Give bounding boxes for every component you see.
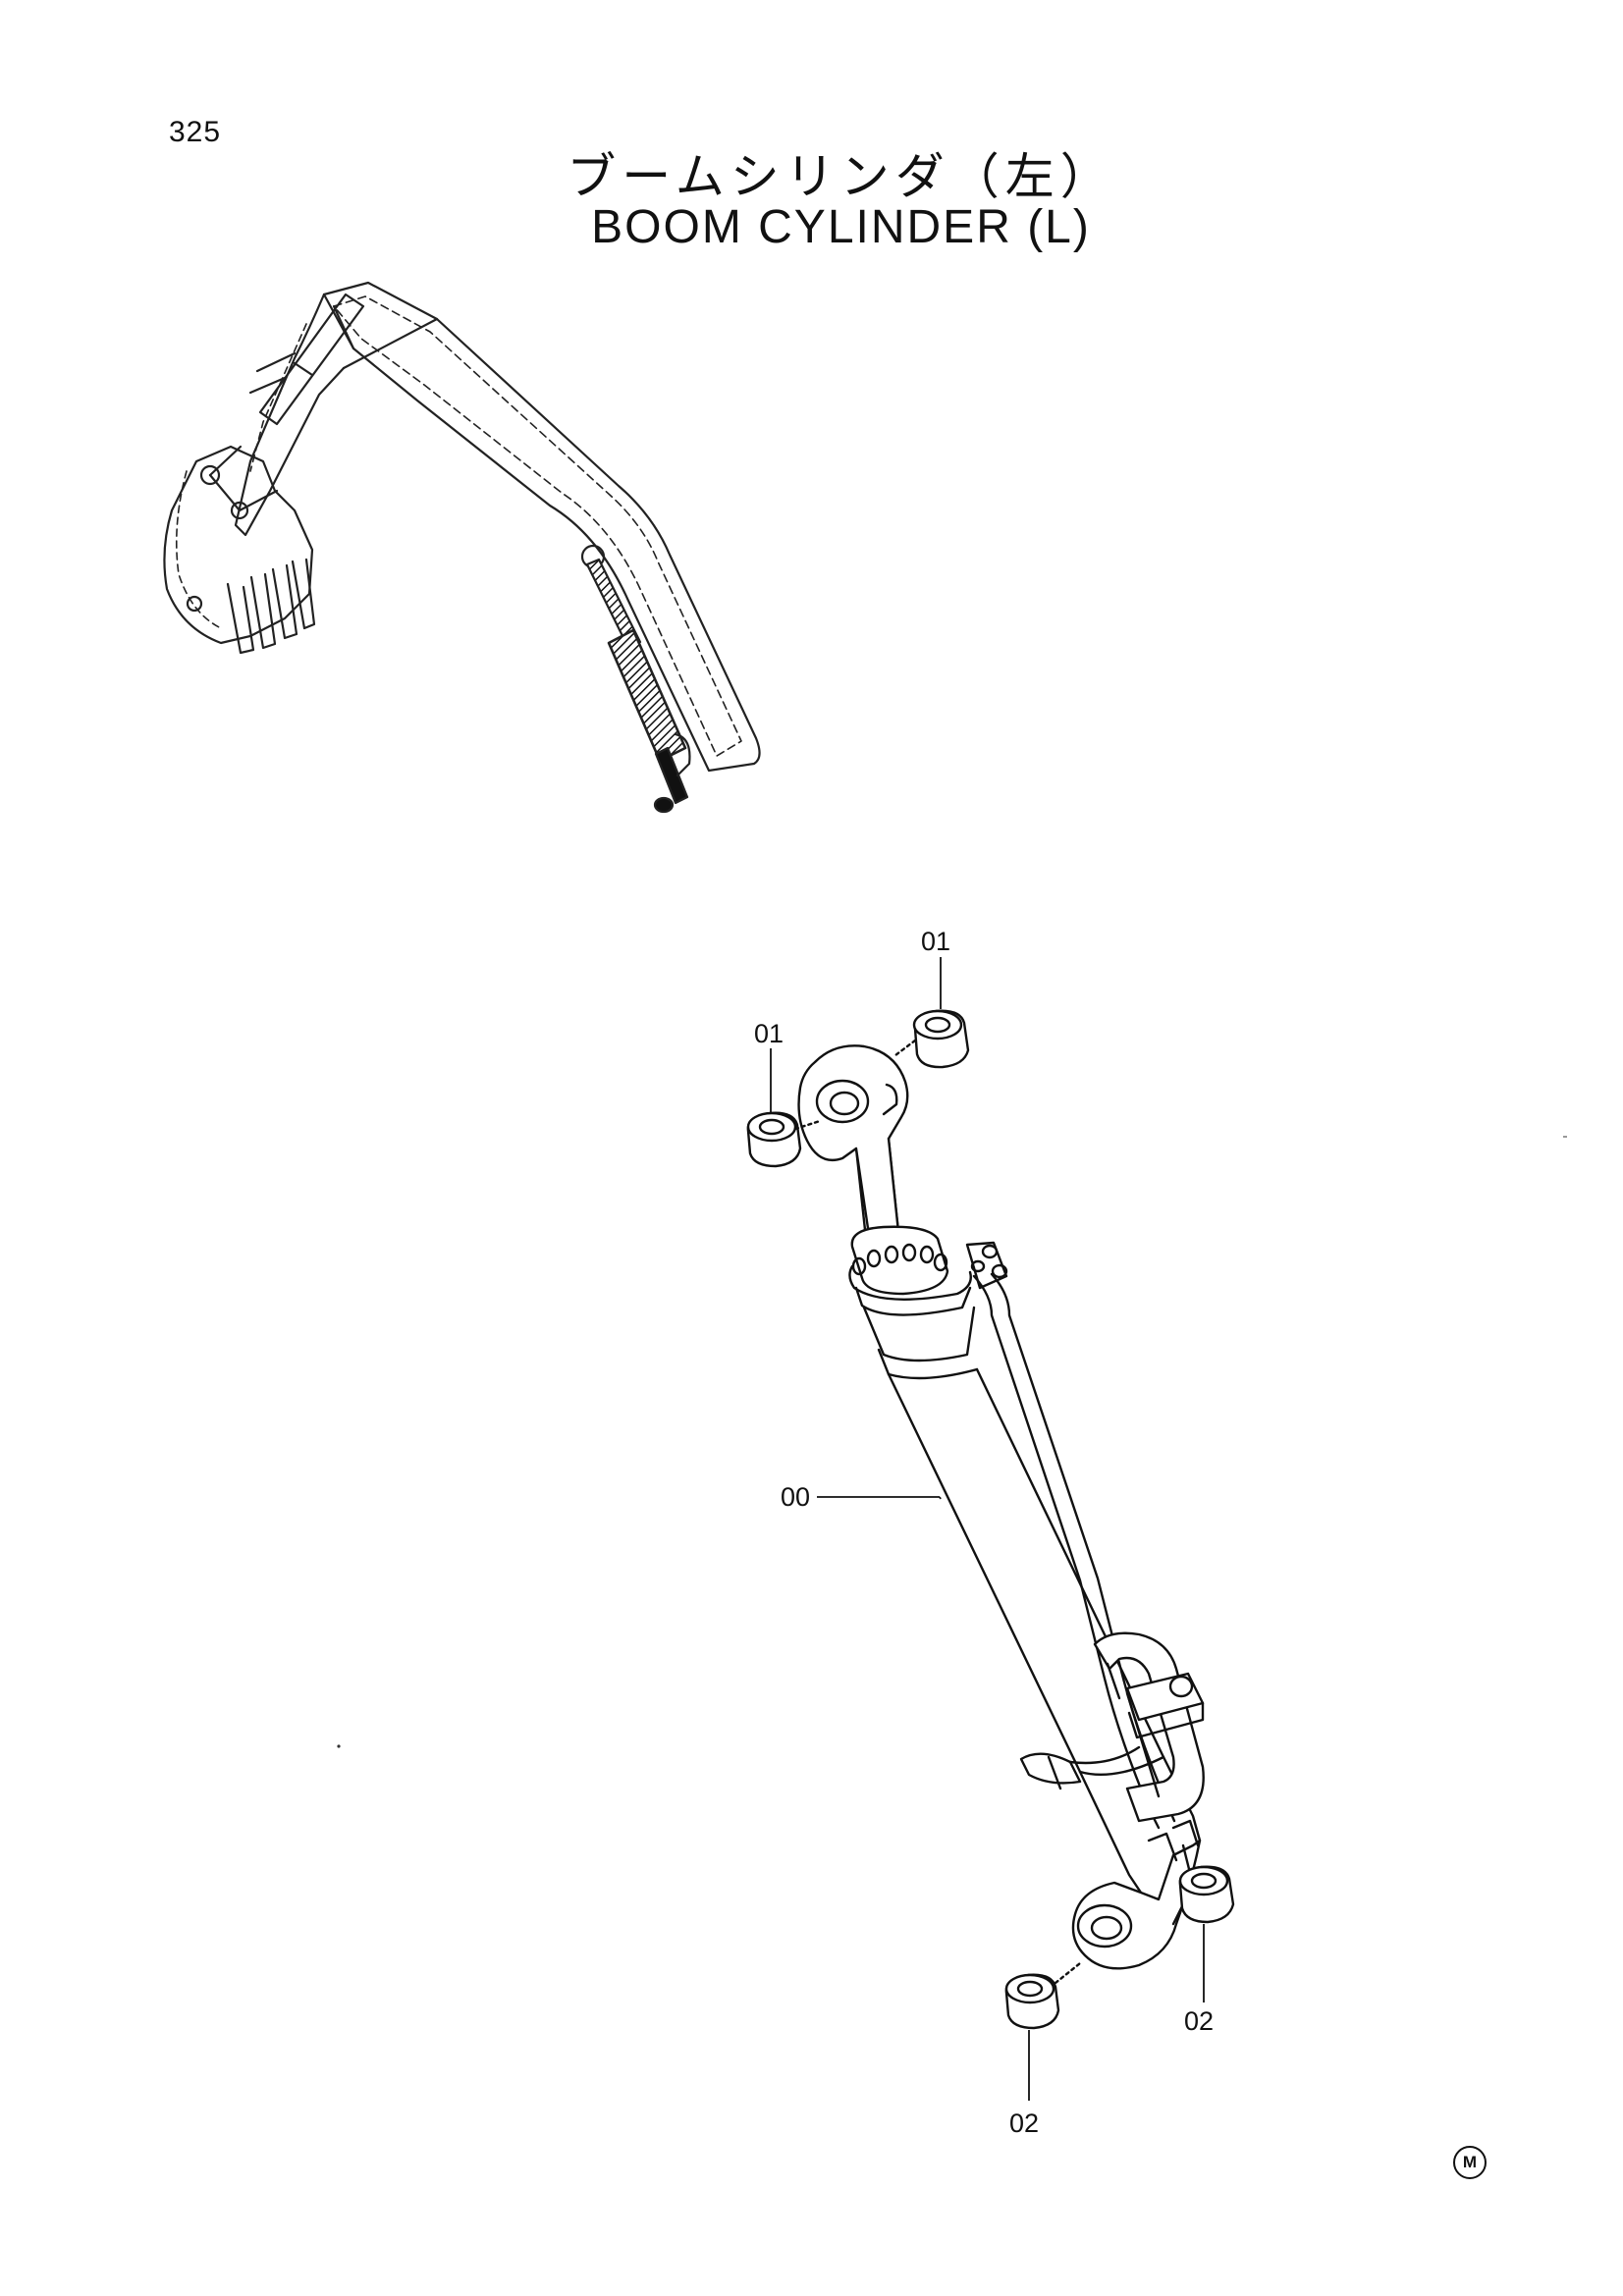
stray-dot <box>337 1744 341 1748</box>
bottom-port-bracket <box>1093 1631 1205 1823</box>
head-port-block <box>965 1241 1008 1290</box>
arm-cylinder-outline <box>258 293 365 426</box>
callout-label-01-top: 01 <box>921 927 950 956</box>
callout-label-01-left: 01 <box>754 1019 784 1048</box>
bottom-eye <box>1071 1819 1202 1970</box>
title-english: BOOM CYLINDER (L) <box>591 201 1091 253</box>
bushing-02-left <box>1004 1961 1082 2030</box>
hydraulic-pipe <box>972 1272 1176 1830</box>
m-mark-icon: M <box>1453 2146 1487 2179</box>
bushing-01-left <box>746 1111 822 1168</box>
callout-leaders <box>770 957 1205 2101</box>
head-flange <box>848 1264 979 1380</box>
arm-outline <box>234 293 346 537</box>
highlighted-boom-cylinder <box>580 544 691 814</box>
bushing-01-right <box>893 1009 970 1069</box>
callout-label-00: 00 <box>781 1482 810 1512</box>
boom-outline <box>322 281 761 773</box>
excavator-overview <box>163 281 761 814</box>
callout-label-02-right: 02 <box>1184 2006 1214 2036</box>
page-number: 325 <box>169 116 222 148</box>
callout-labels: 01 01 00 02 02 <box>754 927 1214 2138</box>
title-japanese: ブームシリンダ（左） <box>567 148 1115 205</box>
callout-label-02-bottom: 02 <box>1009 2109 1039 2138</box>
boom-cylinder-assembly <box>746 1009 1235 2030</box>
pipe-clamp <box>1019 1745 1141 1790</box>
gland-bolt-ring <box>850 1225 949 1296</box>
bushing-02-right <box>1178 1865 1235 1924</box>
bucket-outline <box>163 445 316 655</box>
